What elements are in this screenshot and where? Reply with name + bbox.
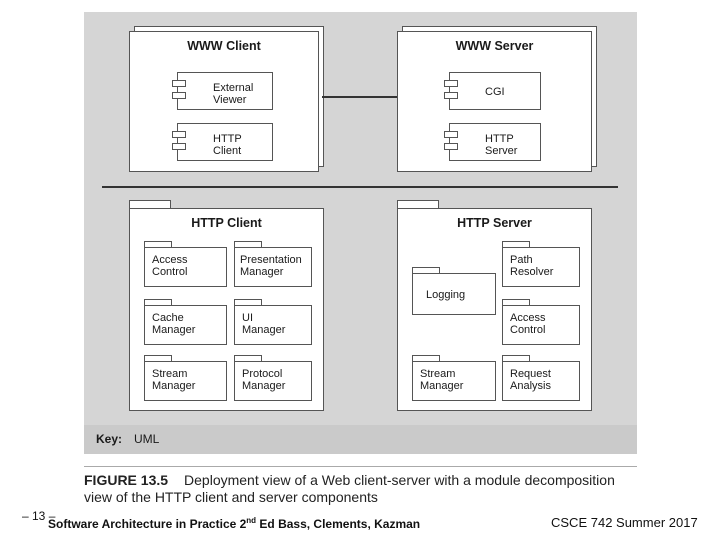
- http-client-package-title: HTTP Client: [191, 216, 262, 230]
- external-viewer-label: External Viewer: [213, 82, 254, 106]
- path-resolver-label: Path Resolver: [510, 254, 554, 278]
- http-client-component: HTTP Client: [172, 123, 273, 161]
- http-server-package-title: HTTP Server: [457, 216, 532, 230]
- cgi-component: CGI: [444, 72, 541, 110]
- cache-manager-module: Cache Manager: [144, 305, 227, 345]
- cgi-label: CGI: [485, 86, 505, 98]
- presentation-manager-module: Presentation Manager: [234, 247, 312, 287]
- http-server-package: HTTP Server Path Resolver Logging Access…: [397, 208, 592, 411]
- protocol-manager-module: Protocol Manager: [234, 361, 312, 401]
- www-client-title: WWW Client: [187, 39, 261, 53]
- component-tab-icon: [172, 92, 186, 99]
- http-server-component: HTTP Server: [444, 123, 541, 161]
- protocol-manager-label: Protocol Manager: [242, 368, 286, 392]
- cache-manager-label: Cache Manager: [152, 312, 196, 336]
- external-viewer-component: External Viewer: [172, 72, 273, 110]
- logging-label: Logging: [426, 289, 466, 301]
- component-tab-icon: [444, 80, 458, 87]
- caption-rule: [84, 466, 637, 467]
- view-separator-line: [102, 186, 618, 188]
- server-access-control-module: Access Control: [502, 305, 580, 345]
- legend-key-bar: Key: UML: [84, 425, 637, 454]
- stream-manager-module: Stream Manager: [144, 361, 227, 401]
- http-server-label: HTTP Server: [485, 133, 518, 157]
- www-server-title: WWW Server: [455, 39, 534, 53]
- course-label: CSCE 742 Summer 2017: [551, 515, 698, 530]
- book-authors: Ed Bass, Clements, Kazman: [256, 517, 421, 531]
- node-connection-line: [322, 96, 397, 98]
- path-resolver-module: Path Resolver: [502, 247, 580, 287]
- request-analysis-label: Request Analysis: [510, 368, 551, 392]
- server-access-control-label: Access Control: [510, 312, 546, 336]
- book-title: Software Architecture in Practice 2: [48, 517, 247, 531]
- ui-manager-label: UI Manager: [242, 312, 286, 336]
- component-tab-icon: [172, 131, 186, 138]
- access-control-label: Access Control: [152, 254, 188, 278]
- server-stream-manager-module: Stream Manager: [412, 361, 496, 401]
- component-tab-icon: [444, 92, 458, 99]
- component-tab-icon: [444, 143, 458, 150]
- logging-module: Logging: [412, 273, 496, 315]
- edition-superscript: nd: [246, 516, 257, 525]
- figure-caption-text: Deployment view of a Web client-server w…: [84, 472, 615, 505]
- key-value: UML: [134, 432, 160, 446]
- presentation-manager-label: Presentation Manager: [240, 254, 302, 278]
- key-label: Key:: [96, 432, 123, 446]
- http-client-label: HTTP Client: [213, 133, 242, 157]
- request-analysis-module: Request Analysis: [502, 361, 580, 401]
- page-number: – 13 –: [22, 509, 56, 523]
- component-tab-icon: [444, 131, 458, 138]
- component-tab-icon: [172, 143, 186, 150]
- server-stream-manager-label: Stream Manager: [420, 368, 464, 392]
- www-server-node: WWW Server CGI HTTP Server: [397, 31, 592, 172]
- access-control-module: Access Control: [144, 247, 227, 287]
- figure-number: FIGURE 13.5: [84, 472, 169, 488]
- stream-manager-label: Stream Manager: [152, 368, 196, 392]
- ui-manager-module: UI Manager: [234, 305, 312, 345]
- book-citation: Software Architecture in Practice 2nd Ed…: [48, 516, 420, 531]
- www-client-node: WWW Client External Viewer HTTP Client: [129, 31, 319, 172]
- http-client-package: HTTP Client Access Control Presentation …: [129, 208, 324, 411]
- component-tab-icon: [172, 80, 186, 87]
